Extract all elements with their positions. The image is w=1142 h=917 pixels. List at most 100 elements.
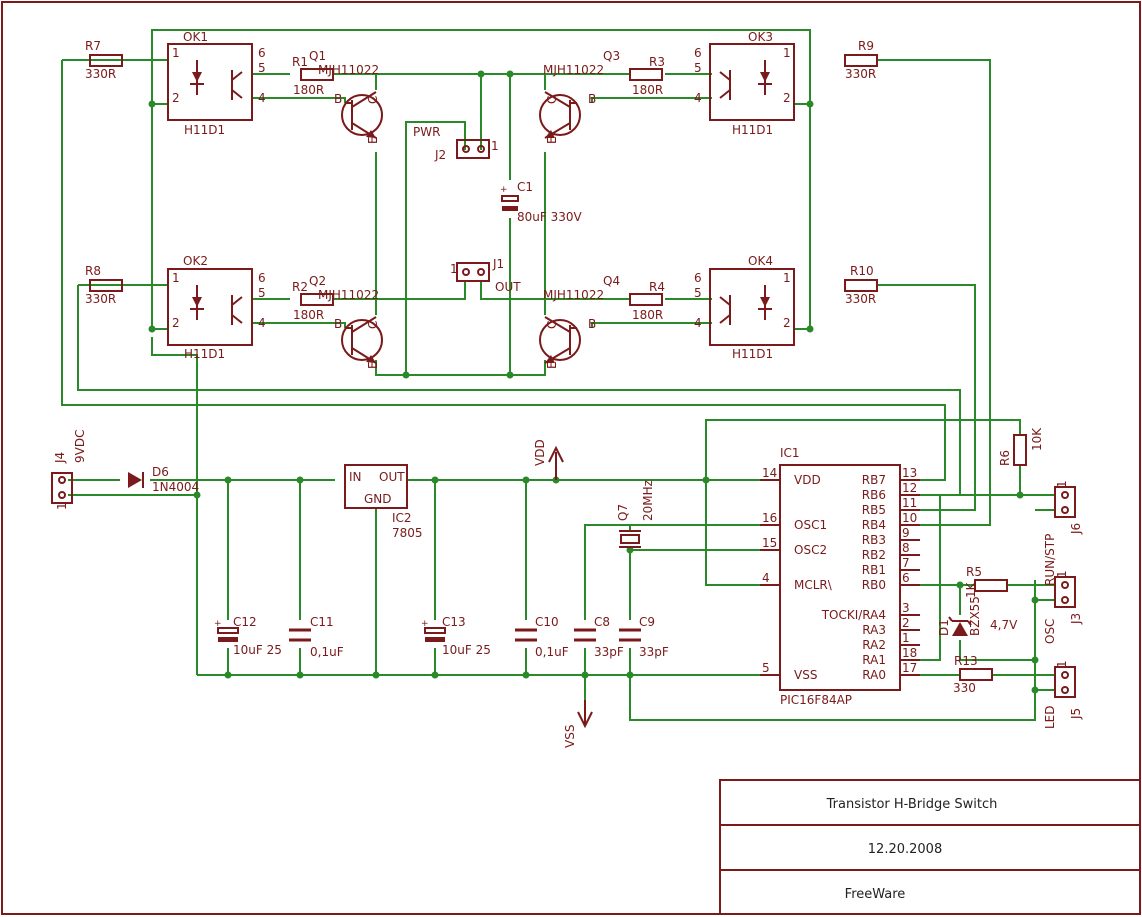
ic1-pin-name: RA0 [862, 668, 886, 682]
transistor-q4: Q4 MJH11022 B C E [539, 274, 620, 369]
capacitor-c1: + C1 80uF 330V [500, 180, 582, 224]
svg-text:4: 4 [258, 91, 266, 105]
svg-text:0,1uF: 0,1uF [310, 645, 344, 659]
ic1-pin-number: 2 [902, 616, 910, 630]
svg-text:OUT: OUT [379, 470, 405, 484]
capacitor-c13: + C13 10uF 25 [421, 615, 491, 657]
ic1-pin-number: 11 [902, 496, 917, 510]
ic1-pin-name: VDD [794, 473, 821, 487]
ic1-pin-name: TOCKI/RA4 [821, 608, 886, 622]
ok3-part: H11D1 [732, 123, 773, 137]
svg-text:R13: R13 [954, 654, 978, 668]
junctions [148, 70, 1039, 694]
svg-text:J5: J5 [1069, 708, 1083, 720]
svg-text:10uF 25: 10uF 25 [442, 643, 491, 657]
svg-text:1: 1 [783, 46, 791, 60]
transistor-q1: Q1 MJH11022 B C E [309, 49, 383, 144]
svg-text:MJH11022: MJH11022 [543, 288, 604, 302]
svg-text:1: 1 [1055, 570, 1069, 578]
svg-text:0,1uF: 0,1uF [535, 645, 569, 659]
svg-text:GND: GND [364, 492, 392, 506]
resistor-r7: R7 330R [85, 39, 123, 81]
ic1-pin-number: 12 [902, 481, 917, 495]
ok4-ref: OK4 [748, 254, 773, 268]
svg-text:OSC: OSC [1043, 619, 1057, 644]
vdd-symbol: VDD [533, 439, 564, 480]
svg-text:4: 4 [694, 91, 702, 105]
optocoupler-ok1: OK1 H11D1 1 2 4 5 6 [167, 30, 266, 137]
optocoupler-ok3: OK3 H11D1 1 2 4 5 6 [694, 30, 795, 137]
resistor-r13: R13 330 [953, 654, 993, 695]
svg-text:330R: 330R [845, 292, 876, 306]
ic1-pin-number: 15 [762, 536, 777, 550]
svg-text:Q1: Q1 [309, 49, 326, 63]
svg-text:VDD: VDD [533, 439, 547, 466]
connector-j4: J4 9VDC 1 [51, 430, 87, 510]
svg-text:BZX55: BZX55 [968, 596, 982, 636]
svg-text:RUN/STP: RUN/STP [1043, 534, 1057, 586]
svg-text:R3: R3 [649, 55, 665, 69]
svg-text:33pF: 33pF [639, 645, 669, 659]
svg-text:330R: 330R [85, 292, 116, 306]
resistor-r5: R5 1K [964, 565, 1008, 598]
crystal-q7: Q7 20MHz [616, 480, 655, 548]
svg-text:J2: J2 [434, 148, 446, 162]
capacitor-c11: C11 0,1uF [289, 615, 344, 659]
connector-j1: J1 OUT 1 [450, 257, 521, 294]
ic1-pin-number: 14 [762, 466, 777, 480]
svg-text:LED: LED [1043, 705, 1057, 729]
svg-text:E: E [366, 136, 380, 144]
capacitor-c12: + C12 10uF 25 [214, 615, 282, 657]
svg-text:D6: D6 [152, 465, 169, 479]
svg-text:IC2: IC2 [392, 511, 412, 525]
svg-text:1K: 1K [964, 581, 978, 598]
svg-text:5: 5 [694, 61, 702, 75]
ic1-pin-name: MCLR\ [794, 578, 833, 592]
svg-text:1: 1 [55, 502, 69, 510]
ic1-pin-name: RB3 [862, 533, 886, 547]
svg-text:6: 6 [694, 46, 702, 60]
svg-text:33pF: 33pF [594, 645, 624, 659]
svg-text:330R: 330R [845, 67, 876, 81]
ic1-pin-name: RA3 [862, 623, 886, 637]
svg-text:180R: 180R [632, 83, 663, 97]
capacitor-c8: C8 33pF [574, 615, 624, 659]
svg-text:D1: D1 [937, 619, 951, 636]
optocoupler-ok4: OK4 H11D1 1 2 4 5 6 [694, 254, 795, 361]
svg-text:Q4: Q4 [603, 274, 620, 288]
svg-text:180R: 180R [293, 308, 324, 322]
svg-text:1: 1 [450, 262, 458, 276]
ok3-ref: OK3 [748, 30, 773, 44]
resistor-r4: R4 180R [629, 280, 665, 322]
vss-symbol: VSS [563, 700, 593, 748]
svg-text:20MHz: 20MHz [641, 480, 655, 521]
ic1-pin-name: RA2 [862, 638, 886, 652]
svg-text:R2: R2 [292, 280, 308, 294]
ic1-pin-name: RB7 [862, 473, 886, 487]
resistor-r1: R1 180R [292, 55, 334, 97]
svg-text:R8: R8 [85, 264, 101, 278]
svg-text:R7: R7 [85, 39, 101, 53]
ic1-pin-name: RB2 [862, 548, 886, 562]
svg-text:B: B [588, 317, 596, 331]
ic1-pin-number: 5 [762, 661, 770, 675]
svg-text:E: E [545, 361, 559, 369]
svg-text:C12: C12 [233, 615, 257, 629]
svg-text:IC1: IC1 [780, 446, 800, 460]
svg-text:C: C [545, 321, 559, 329]
ic1-pin-number: 10 [902, 511, 917, 525]
svg-text:PWR: PWR [413, 125, 440, 139]
ic1-pin-number: 9 [902, 526, 910, 540]
svg-text:C8: C8 [594, 615, 610, 629]
svg-text:1N4004: 1N4004 [152, 480, 199, 494]
resistor-r3: R3 180R [629, 55, 665, 97]
ic1-pin-number: 1 [902, 631, 910, 645]
zener-d1: D1 BZX55 4,7V [937, 596, 1018, 636]
capacitor-c9: C9 33pF [619, 615, 669, 659]
svg-text:J1: J1 [492, 257, 504, 271]
svg-text:4,7V: 4,7V [990, 618, 1018, 632]
connector-j5: J5 LED 1 [1043, 660, 1083, 729]
connector-j2: J2 PWR 1 [413, 125, 499, 162]
svg-text:10K: 10K [1030, 427, 1044, 451]
ic1-pin-name: OSC1 [794, 518, 827, 532]
